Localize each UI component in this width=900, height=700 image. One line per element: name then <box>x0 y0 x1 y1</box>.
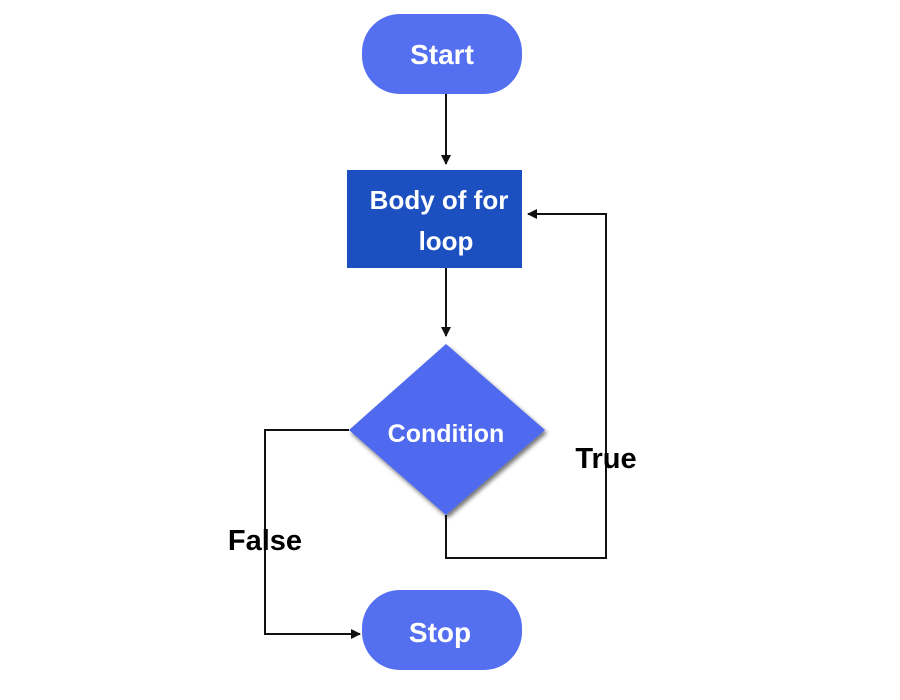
stop-shape <box>362 590 522 670</box>
condition-shape <box>349 344 545 515</box>
stop-label: Stop <box>409 617 471 648</box>
start-shape <box>362 14 522 94</box>
body-label-line2: loop <box>419 226 474 256</box>
condition-label: Condition <box>388 420 505 448</box>
body-label-line1: Body of for <box>370 185 509 215</box>
stop-node: Stop <box>362 590 522 670</box>
body-node: Body of for loop <box>347 170 522 268</box>
false-edge-label: False <box>228 525 302 557</box>
true-edge-label: True <box>575 443 636 475</box>
body-shape <box>347 170 522 268</box>
condition-node: Condition <box>349 344 545 515</box>
start-node: Start <box>362 14 522 94</box>
arrow-condition-true-to-body <box>445 209 607 559</box>
arrow-condition-false-to-stop <box>264 429 361 639</box>
start-label: Start <box>410 39 474 70</box>
